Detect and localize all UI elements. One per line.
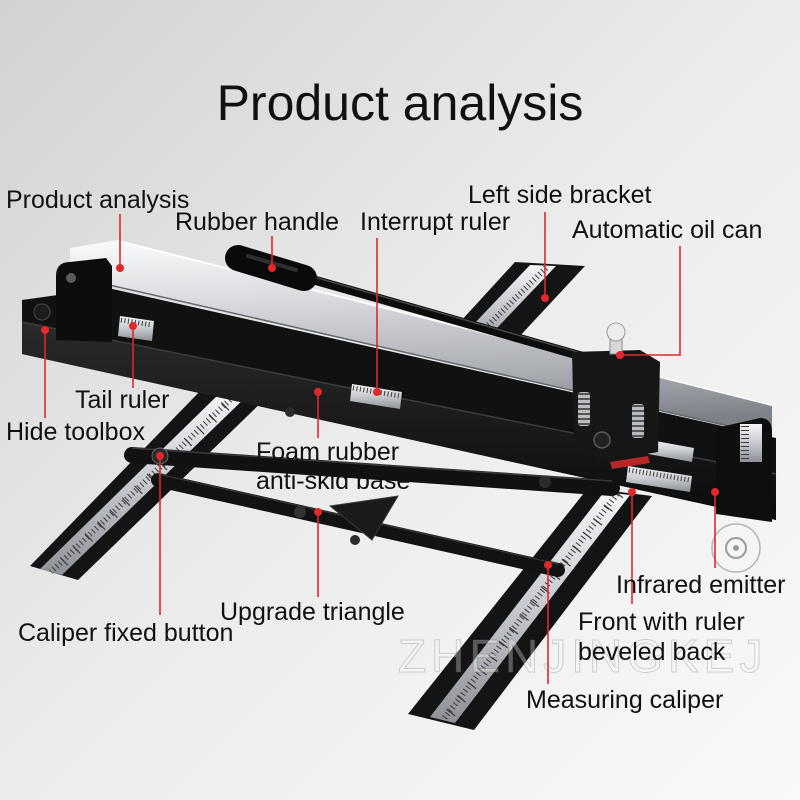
callout-dot-infrared-emitter: [711, 488, 719, 496]
callout-dot-measuring-caliper: [544, 561, 552, 569]
label-front-with-ruler-line1: Front with ruler: [578, 608, 745, 636]
callout-dot-rubber-handle: [268, 264, 276, 272]
callout-dot-interrupt-ruler: [373, 388, 381, 396]
label-automatic-oil-can: Automatic oil can: [572, 216, 762, 244]
callout-line-automatic-oil-can: [620, 246, 681, 356]
front-ruler-plate-body: [626, 466, 692, 492]
callout-dot-automatic-oil-can: [616, 351, 624, 359]
label-upgrade-triangle: Upgrade triangle: [220, 598, 405, 626]
left-end-knob: [33, 303, 51, 321]
left-end-bracket-plate: [56, 258, 112, 342]
wheel-hub: [725, 537, 747, 559]
label-hide-toolbox: Hide toolbox: [6, 418, 145, 446]
label-left-side-bracket: Left side bracket: [468, 181, 651, 209]
label-front-with-ruler-line2: beveled back: [578, 638, 726, 666]
handle-bar: [295, 271, 593, 363]
callout-dot-hide-toolbox: [41, 326, 49, 334]
label-rubber-handle: Rubber handle: [175, 208, 339, 236]
label-infrared-emitter: Infrared emitter: [616, 571, 786, 599]
guide-rail-highlight: [117, 240, 773, 406]
lower-left-arm-ticks: [48, 391, 239, 575]
lower-left-arm-ruler: [40, 391, 248, 575]
callout-dot-tail-ruler: [129, 322, 137, 330]
wheel-axle: [733, 545, 739, 551]
cutting-head-roller: [593, 431, 611, 449]
front-ruler-plate: [626, 440, 694, 492]
page-title: Product analysis: [217, 75, 584, 131]
label-product-analysis: Product analysis: [6, 186, 189, 214]
label-caliper-fixed-button: Caliper fixed button: [18, 619, 233, 647]
label-interrupt-ruler: Interrupt ruler: [360, 208, 510, 236]
frame-knob-c: [285, 407, 295, 417]
main-beam-front-face: [22, 322, 776, 520]
callout-dot-front-with-ruler: [628, 488, 636, 496]
callout-dot-product-analysis: [116, 264, 124, 272]
callout-dot-foam-rubber: [314, 388, 322, 396]
callout-lines: [41, 212, 719, 684]
extension-frame: [124, 407, 620, 577]
interrupt-ruler-plate-body: [350, 384, 402, 409]
rear-ruler-plate-body: [648, 440, 694, 462]
label-tail-ruler: Tail ruler: [75, 386, 169, 414]
lower-right-extension-arm: [408, 488, 652, 730]
right-end-bracket: [711, 418, 772, 573]
right-end-ruler-plate: [740, 424, 762, 462]
frame-bar-top: [124, 447, 620, 496]
callout-dot-caliper-fixed-button: [156, 452, 164, 460]
callout-dot-upgrade-triangle: [314, 508, 322, 516]
upper-right-arm-ticks: [463, 265, 549, 350]
cutting-head: [572, 322, 660, 469]
left-end-bracket: [33, 258, 112, 342]
interrupt-ruler-plate-ticks: [352, 385, 401, 399]
laser-mark: [610, 456, 650, 469]
label-foam-rubber-line2: anti-skid base: [256, 467, 410, 495]
callout-dot-left-side-bracket: [541, 294, 549, 302]
upgrade-triangle-piece: [328, 495, 399, 541]
frame-knob-d: [350, 535, 360, 545]
watermark: ZHENJINGKEJ: [398, 630, 767, 682]
oil-can-cap: [606, 322, 626, 342]
tile-cutter: [21, 240, 777, 730]
frame-bar-top-edge: [131, 447, 613, 482]
handle-bar-highlight: [299, 272, 589, 356]
lower-left-extension-arm: [30, 386, 268, 580]
label-measuring-caliper: Measuring caliper: [526, 686, 723, 714]
frame-knob-b: [539, 476, 551, 488]
frame-knob-a: [294, 506, 306, 518]
label-foam-rubber-line1: Foam rubber: [256, 438, 399, 466]
interrupt-ruler-plate: [350, 384, 402, 409]
left-end-bracket-hole: [66, 273, 76, 283]
